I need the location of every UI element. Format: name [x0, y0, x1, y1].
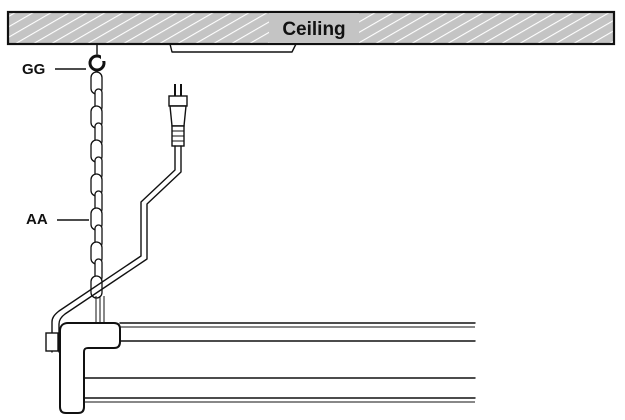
- ceiling-label: Ceiling: [282, 19, 345, 40]
- ceiling-hook: [88, 43, 108, 72]
- hook-callout: GG: [22, 61, 86, 78]
- chain: [90, 71, 105, 324]
- power-plug: [168, 84, 188, 147]
- light-fixture: [45, 322, 476, 414]
- ceiling: Ceiling: [6, 10, 616, 53]
- power-cord: [51, 145, 182, 353]
- fixture-end-cap: [59, 322, 121, 414]
- mounting-plate: [169, 43, 297, 53]
- chain-callout-label: AA: [26, 211, 48, 228]
- chain-callout: AA: [26, 211, 89, 228]
- hook-callout-label: GG: [22, 61, 45, 78]
- ceiling-label-box: [269, 13, 359, 43]
- fixture-clip: [45, 332, 59, 352]
